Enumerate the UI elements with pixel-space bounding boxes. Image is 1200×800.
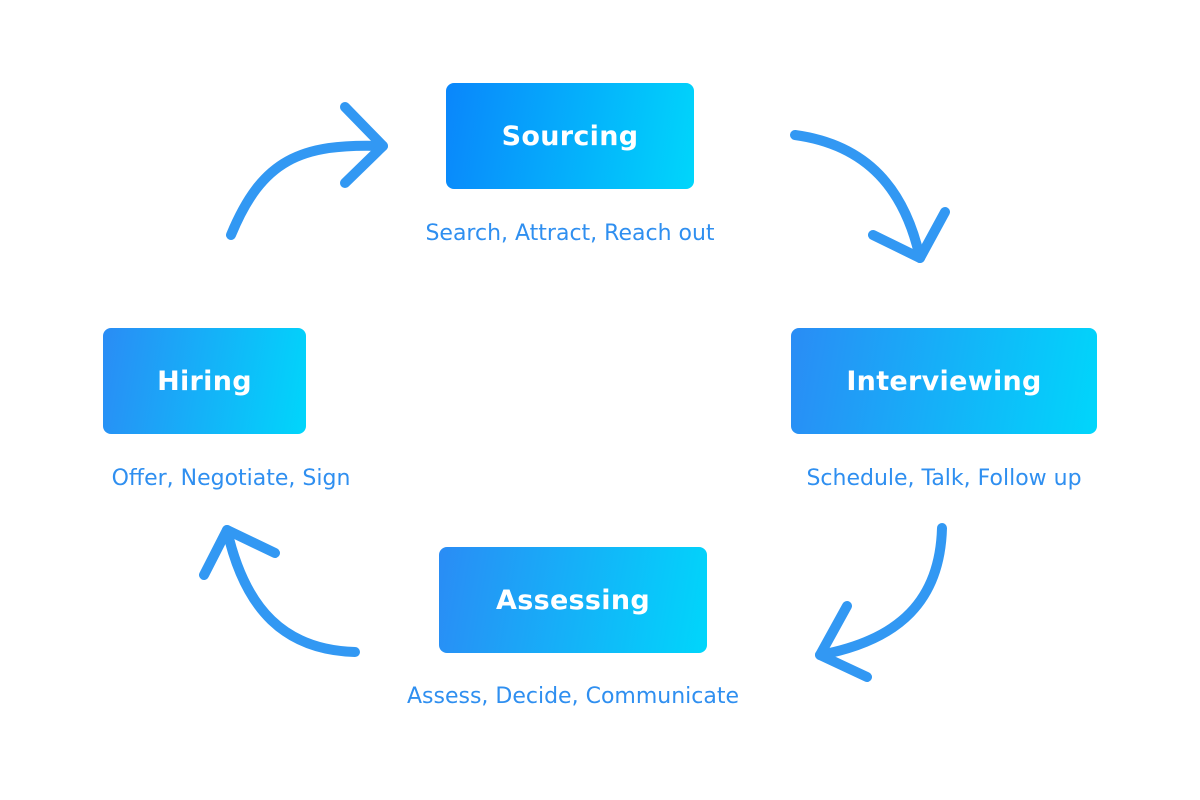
arrow-interviewing-to-assessing-shaft bbox=[815, 523, 947, 660]
stage-box-hiring: Hiring bbox=[103, 328, 306, 434]
stage-description-interviewing: Schedule, Talk, Follow up bbox=[806, 466, 1082, 491]
stage-description-hiring: Offer, Negotiate, Sign bbox=[111, 466, 351, 491]
stage-description-sourcing: Search, Attract, Reach out bbox=[425, 221, 715, 246]
arrow-interviewing-to-assessing-head bbox=[815, 601, 872, 682]
arrow-assessing-to-hiring bbox=[199, 525, 360, 657]
arrow-interviewing-to-assessing bbox=[815, 523, 947, 682]
stage-box-sourcing: Sourcing bbox=[446, 83, 694, 189]
arrow-sourcing-to-interviewing bbox=[790, 130, 950, 263]
arrow-assessing-to-hiring-shaft bbox=[222, 525, 360, 657]
stage-title-sourcing: Sourcing bbox=[501, 120, 639, 152]
arrow-assessing-to-hiring-head bbox=[199, 525, 280, 580]
stage-title-hiring: Hiring bbox=[157, 365, 252, 397]
stage-box-interviewing: Interviewing bbox=[791, 328, 1097, 434]
arrow-hiring-to-sourcing bbox=[226, 102, 388, 240]
arrow-hiring-to-sourcing-head bbox=[340, 102, 388, 188]
stage-description-assessing: Assess, Decide, Communicate bbox=[406, 684, 740, 709]
arrow-hiring-to-sourcing-shaft bbox=[226, 140, 388, 240]
stage-box-assessing: Assessing bbox=[439, 547, 707, 653]
arrow-sourcing-to-interviewing-head bbox=[868, 207, 950, 263]
stage-title-assessing: Assessing bbox=[496, 584, 650, 616]
stage-title-interviewing: Interviewing bbox=[846, 365, 1042, 397]
arrow-sourcing-to-interviewing-shaft bbox=[790, 130, 925, 263]
